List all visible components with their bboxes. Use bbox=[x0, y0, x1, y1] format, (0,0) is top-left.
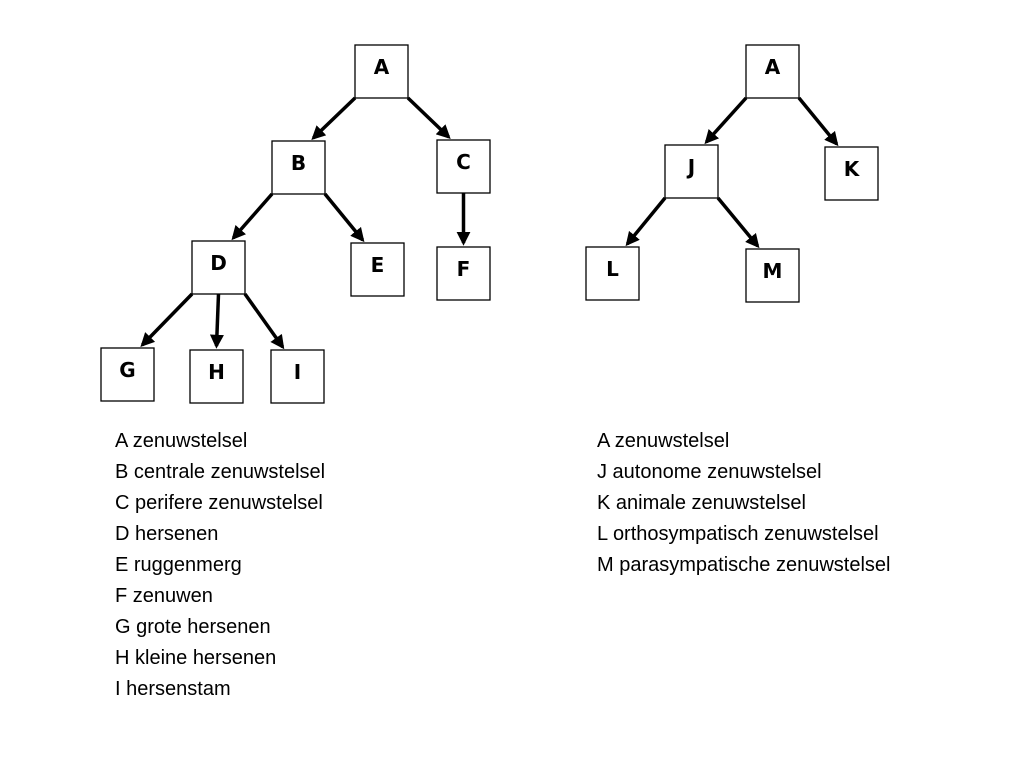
left-tree-arrow-b-d bbox=[231, 192, 274, 241]
legend-item: H kleine hersenen bbox=[115, 647, 277, 669]
right-tree-edges bbox=[625, 96, 839, 249]
node-label: B bbox=[291, 151, 306, 175]
right-tree-node-l: L bbox=[585, 246, 640, 301]
node-box bbox=[824, 146, 879, 201]
left-tree-arrow-d-h bbox=[209, 293, 224, 349]
right-tree-node-m: M bbox=[745, 248, 800, 303]
left-tree-node-i: I bbox=[270, 349, 325, 404]
node-label: E bbox=[371, 253, 385, 277]
node-label: A bbox=[765, 55, 781, 79]
legend-item: G grote hersenen bbox=[115, 616, 271, 638]
left-tree-node-h: H bbox=[189, 349, 244, 404]
node-label: M bbox=[763, 259, 783, 283]
right-tree-arrow-j-l bbox=[625, 196, 667, 247]
node-box bbox=[436, 246, 491, 301]
node-label: A bbox=[374, 55, 390, 79]
node-label: H bbox=[208, 360, 225, 384]
legend-item: C perifere zenuwstelsel bbox=[115, 492, 323, 514]
legend-item: I hersenstam bbox=[115, 678, 231, 700]
left-tree-arrow-a-b bbox=[311, 96, 357, 140]
legend-item: A zenuwstelsel bbox=[115, 430, 248, 452]
right-legend: A zenuwstelsel J autonome zenuwstelsel K… bbox=[597, 426, 890, 581]
left-tree-node-a: A bbox=[354, 44, 409, 99]
right-tree-node-k: K bbox=[824, 146, 879, 201]
node-label: I bbox=[294, 360, 301, 384]
left-tree-node-g: G bbox=[100, 347, 155, 402]
right-tree-arrow-a-j bbox=[704, 96, 748, 145]
left-tree-edges bbox=[140, 96, 471, 350]
legend-item: D hersenen bbox=[115, 523, 219, 545]
legend-item: K animale zenuwstelsel bbox=[597, 492, 806, 514]
node-box bbox=[745, 248, 800, 303]
right-tree-arrow-a-k bbox=[797, 96, 839, 147]
left-tree-arrow-d-g bbox=[140, 292, 194, 348]
node-label: J bbox=[686, 155, 695, 179]
left-tree-node-e: E bbox=[350, 242, 405, 297]
left-tree-arrow-d-i bbox=[243, 292, 285, 350]
left-tree-node-d: D bbox=[191, 240, 246, 295]
left-tree-node-c: C bbox=[436, 139, 491, 194]
node-box bbox=[271, 140, 326, 195]
right-tree-nodes: A J K L M bbox=[585, 44, 879, 303]
node-box bbox=[745, 44, 800, 99]
node-box bbox=[585, 246, 640, 301]
legend-item: A zenuwstelsel bbox=[597, 430, 730, 452]
left-tree-arrow-a-c bbox=[406, 96, 451, 139]
node-box bbox=[436, 139, 491, 194]
left-tree-node-f: F bbox=[436, 246, 491, 301]
legend-item: B centrale zenuwstelsel bbox=[115, 461, 326, 483]
left-tree-arrow-b-e bbox=[323, 192, 365, 243]
right-tree-node-a: A bbox=[745, 44, 800, 99]
node-box bbox=[189, 349, 244, 404]
node-box bbox=[100, 347, 155, 402]
left-tree-node-b: B bbox=[271, 140, 326, 195]
node-box bbox=[270, 349, 325, 404]
left-legend: A zenuwstelsel B centrale zenuwstelsel C… bbox=[115, 426, 325, 705]
node-label: L bbox=[606, 257, 619, 281]
left-tree-nodes: A B C D E F G H I bbox=[100, 44, 491, 404]
right-tree-arrow-j-m bbox=[716, 196, 760, 249]
node-label: K bbox=[844, 157, 861, 181]
node-box bbox=[191, 240, 246, 295]
right-tree-node-j: J bbox=[664, 144, 719, 199]
legend-item: E ruggenmerg bbox=[115, 554, 242, 576]
node-box bbox=[664, 144, 719, 199]
legend-item: J autonome zenuwstelsel bbox=[597, 461, 822, 483]
node-label: G bbox=[119, 358, 135, 382]
legend-item: M parasympatische zenuwstelsel bbox=[597, 554, 891, 576]
node-box bbox=[350, 242, 405, 297]
node-label: C bbox=[456, 150, 471, 174]
node-label: D bbox=[210, 251, 227, 275]
legend-item: F zenuwen bbox=[115, 585, 213, 607]
node-box bbox=[354, 44, 409, 99]
node-label: F bbox=[457, 257, 471, 281]
legend-item: L orthosympatisch zenuwstelsel bbox=[597, 523, 879, 545]
